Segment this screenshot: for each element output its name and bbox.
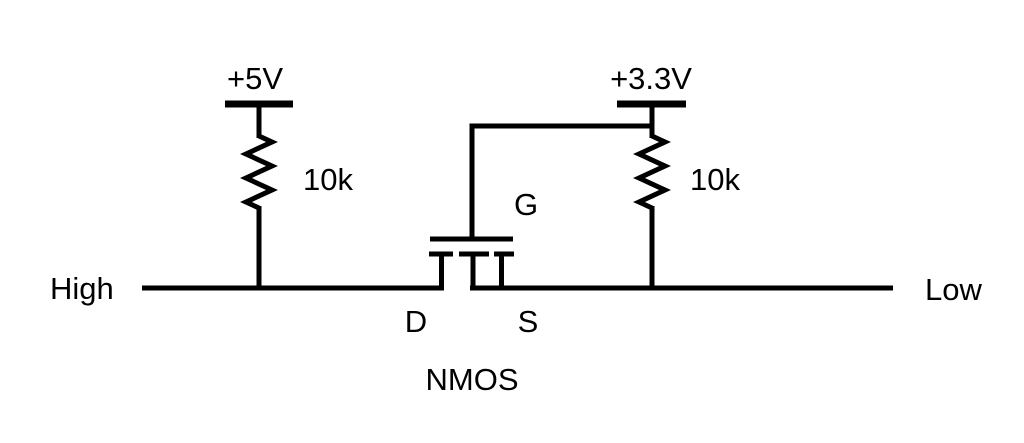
low-signal-label: Low [925,272,982,307]
right-resistor-value-label: 10k [690,162,740,197]
gate-to-v33-wire [469,123,652,241]
left-resistor-value-label: 10k [303,162,353,197]
left-resistor-zigzag [240,133,278,211]
v33-supply-label: +3.3V [610,61,692,96]
transistor-type-label: NMOS [426,362,519,397]
left-pullup-branch [225,100,293,288]
drain-pin-label: D [405,304,427,339]
right-pullup-branch [617,100,686,288]
right-resistor-zigzag [633,133,671,211]
source-pin-label: S [518,304,539,339]
gate-pin-label: G [514,187,538,222]
v5-supply-label: +5V [227,61,283,96]
nmos-transistor-symbol [429,236,514,288]
high-signal-label: High [50,271,114,306]
